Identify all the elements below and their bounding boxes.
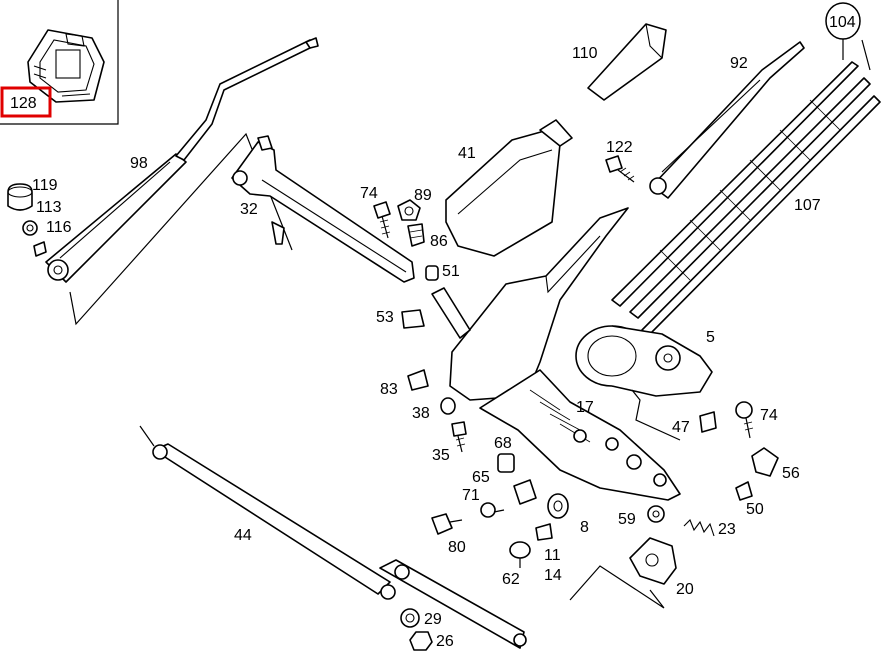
part-label-20[interactable]: 20 — [676, 581, 694, 598]
wiper-motor-5 — [575, 325, 713, 441]
part-label-23[interactable]: 23 — [718, 521, 736, 538]
part-label-5[interactable]: 5 — [706, 329, 715, 346]
bolt-86 — [407, 223, 425, 247]
bracket-56 — [751, 447, 779, 477]
part-label-11[interactable]: 11 — [544, 547, 561, 564]
part-label-68[interactable]: 68 — [494, 435, 512, 452]
part-label-80[interactable]: 80 — [448, 539, 466, 556]
part-label-113[interactable]: 113 — [36, 199, 62, 216]
linkage-bracket-32 — [231, 135, 415, 283]
washer-38 — [440, 397, 456, 415]
cover-110 — [587, 23, 667, 101]
part-label-107[interactable]: 107 — [794, 197, 821, 214]
part-label-44[interactable]: 44 — [234, 527, 252, 544]
cap-11 — [535, 523, 553, 541]
part-label-17[interactable]: 17 — [576, 399, 594, 416]
cover-41 — [445, 119, 573, 257]
part-label-62[interactable]: 62 — [502, 571, 520, 588]
pin-50 — [735, 481, 753, 501]
nut-89 — [397, 199, 421, 221]
bolt-80 — [431, 513, 463, 535]
nut-116 — [22, 220, 47, 257]
bushing-47 — [699, 411, 717, 433]
bracket-65 — [513, 479, 537, 505]
relay-connector-part — [27, 29, 105, 103]
svg-text:104: 104 — [829, 14, 856, 31]
wiper-arm-left — [45, 37, 319, 326]
part-label-53[interactable]: 53 — [376, 309, 394, 326]
clip-53 — [401, 309, 425, 329]
wiper-arm-right — [649, 41, 805, 199]
part-label-98[interactable]: 98 — [130, 155, 148, 172]
clip-83 — [407, 369, 429, 391]
part-label-74b[interactable]: 74 — [760, 407, 778, 424]
linkage-rod-44 — [139, 425, 527, 649]
washer-29 — [400, 608, 420, 628]
bushing-68 — [497, 453, 515, 473]
part-128-highlight[interactable] — [0, 86, 52, 118]
nut-26 — [409, 631, 433, 651]
bolt-35 — [451, 421, 467, 453]
part-labels: 98 119 113 116 32 74 89 86 51 53 83 38 3… — [32, 45, 821, 650]
callout-104[interactable]: 104 — [825, 2, 871, 71]
bracket-20 — [569, 537, 677, 609]
part-label-110[interactable]: 110 — [572, 45, 598, 62]
part-label-119[interactable]: 119 — [32, 177, 58, 194]
part-label-56[interactable]: 56 — [782, 465, 800, 482]
bolt-74-upper — [373, 201, 391, 239]
screw-122 — [605, 155, 635, 183]
part-label-92[interactable]: 92 — [730, 55, 748, 72]
part-label-35[interactable]: 35 — [432, 447, 450, 464]
part-label-38[interactable]: 38 — [412, 405, 430, 422]
part-label-86[interactable]: 86 — [430, 233, 448, 250]
part-label-8[interactable]: 8 — [580, 519, 589, 536]
part-label-47[interactable]: 47 — [672, 419, 690, 436]
part-label-71[interactable]: 71 — [462, 487, 480, 504]
part-label-51[interactable]: 51 — [442, 263, 460, 280]
inset-box — [0, 0, 119, 125]
part-label-65[interactable]: 65 — [472, 469, 490, 486]
part-label-116[interactable]: 116 — [46, 219, 72, 236]
spring-23 — [683, 519, 715, 537]
part-label-89[interactable]: 89 — [414, 187, 432, 204]
part-label-128[interactable]: 128 — [10, 95, 37, 112]
bolt-71 — [480, 502, 505, 518]
part-label-83[interactable]: 83 — [380, 381, 398, 398]
part-label-29[interactable]: 29 — [424, 611, 442, 628]
cap-119 — [7, 183, 33, 211]
bolt-74-lower — [735, 401, 754, 439]
pivot-62 — [509, 541, 531, 568]
part-label-14[interactable]: 14 — [544, 567, 562, 584]
part-label-59[interactable]: 59 — [618, 511, 636, 528]
bushing-51 — [425, 265, 439, 281]
part-label-41[interactable]: 41 — [458, 145, 476, 162]
part-label-26[interactable]: 26 — [436, 633, 454, 650]
wiper-blades-107 — [611, 61, 881, 337]
part-label-122[interactable]: 122 — [606, 139, 633, 156]
part-label-50[interactable]: 50 — [746, 501, 764, 518]
nut-59 — [647, 505, 665, 523]
part-label-74a[interactable]: 74 — [360, 185, 378, 202]
part-label-32[interactable]: 32 — [240, 201, 258, 218]
washer-8 — [547, 493, 569, 519]
wiper-frame-17 — [431, 207, 681, 501]
